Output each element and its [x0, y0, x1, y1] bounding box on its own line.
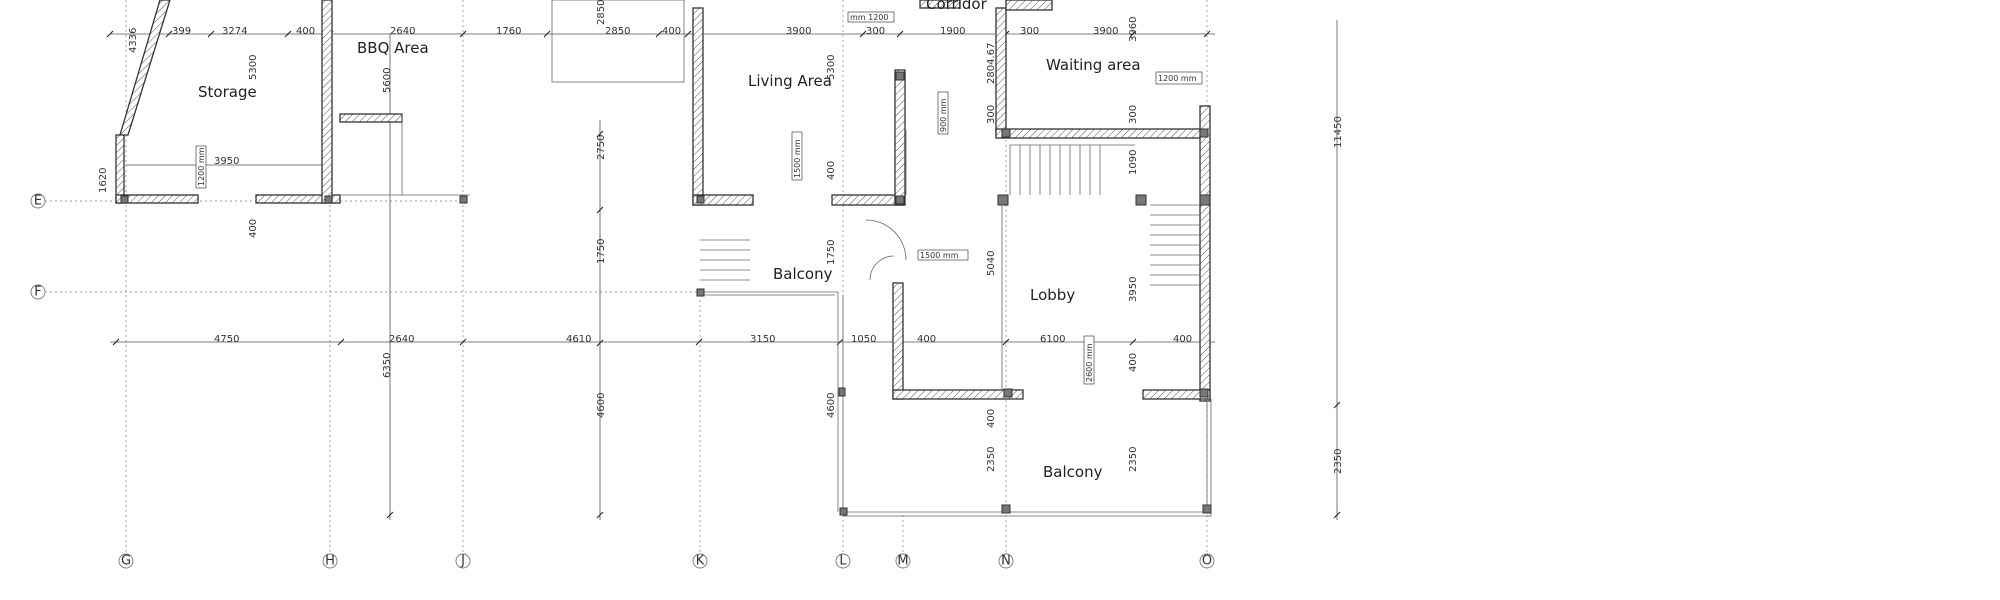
dim-v-living-5300: 5300 — [826, 55, 837, 80]
dimension-text: 399 3274 400 2640 1760 2850 400 3900 300… — [172, 26, 1192, 345]
dim-top-400b: 400 — [662, 26, 681, 37]
svg-text:J: J — [460, 554, 465, 569]
svg-text:E: E — [34, 194, 42, 209]
walls — [115, 0, 1212, 517]
dim-v-5300: 5300 — [248, 55, 259, 80]
dim-v-6350: 6350 — [382, 353, 393, 378]
dim-v-balcony-1750: 1750 — [826, 240, 837, 265]
room-labels: Storage BBQ Area Living Area Corridor Wa… — [198, 0, 1141, 481]
grid-bubble-l: L — [835, 554, 851, 569]
svg-text:2600 mm: 2600 mm — [1085, 343, 1094, 382]
dim-top-3900b: 3900 — [1093, 26, 1118, 37]
dim-v-1750: 1750 — [596, 239, 607, 264]
tag-lobby-window: 2600 mm — [1083, 335, 1095, 385]
dim-v-2850: 2850 — [596, 0, 607, 25]
grid-bubbles: E F G H J K L M N O — [30, 194, 1215, 569]
dim-v-corr-300: 300 — [986, 105, 997, 124]
dim-top-2850: 2850 — [605, 26, 630, 37]
dim-top-300b: 300 — [1020, 26, 1039, 37]
room-label-bbq-area: BBQ Area — [357, 39, 429, 57]
dim-v-5600: 5600 — [382, 68, 393, 93]
svg-text:1500 mm: 1500 mm — [793, 139, 802, 178]
dim-mid-4610: 4610 — [566, 334, 591, 345]
svg-text:G: G — [121, 554, 131, 569]
dim-top-3900: 3900 — [786, 26, 811, 37]
room-label-storage: Storage — [198, 83, 257, 101]
dim-top-400: 400 — [296, 26, 315, 37]
dim-v-4600: 4600 — [596, 393, 607, 418]
svg-text:1200 mm: 1200 mm — [1158, 74, 1197, 83]
room-label-balcony-lower: Balcony — [1043, 463, 1103, 481]
dim-top-3274: 3274 — [222, 26, 247, 37]
dim-v-stair-400: 400 — [1128, 353, 1139, 372]
grid-bubble-o: O — [1199, 554, 1215, 569]
dim-v-lobby-2350: 2350 — [986, 447, 997, 472]
dim-top-2640: 2640 — [390, 26, 415, 37]
dim-v-5040: 5040 — [986, 251, 997, 276]
svg-text:K: K — [696, 554, 705, 569]
grid-bubble-e: E — [30, 194, 46, 209]
dim-v-2750: 2750 — [596, 135, 607, 160]
vertical-dimension-text: 4336 5300 5600 1620 400 6350 2850 2750 1… — [98, 0, 1344, 474]
tag-corridor-door: 900 mm — [937, 91, 949, 135]
room-label-balcony-upper: Balcony — [773, 265, 833, 283]
room-label-living-area: Living Area — [748, 72, 832, 90]
grid-bubble-g: G — [118, 554, 134, 569]
svg-text:O: O — [1202, 554, 1212, 569]
dim-storage-3950: 3950 — [214, 156, 239, 167]
svg-text:H: H — [325, 554, 335, 569]
grid-bubble-j: J — [455, 554, 471, 569]
grid-bubble-n: N — [998, 554, 1014, 569]
dim-mid-4750: 4750 — [214, 334, 239, 345]
svg-text:M: M — [897, 554, 908, 569]
svg-text:900 mm: 900 mm — [939, 98, 948, 132]
dim-mid-1050: 1050 — [851, 334, 876, 345]
grid-bubble-k: K — [692, 554, 708, 569]
dim-v-400: 400 — [248, 219, 259, 238]
dim-v-1090: 1090 — [1128, 150, 1139, 175]
tag-living-window: 1500 mm — [791, 131, 803, 181]
svg-text:mm 1200: mm 1200 — [850, 13, 889, 22]
tag-balcony-door: 1500 mm — [917, 249, 969, 261]
dim-mid-2640: 2640 — [389, 334, 414, 345]
dim-v-2804: 2804.67 — [986, 43, 997, 84]
dim-v-3950: 3950 — [1128, 277, 1139, 302]
dim-mid-3150: 3150 — [750, 334, 775, 345]
dim-top-1760: 1760 — [496, 26, 521, 37]
svg-text:L: L — [839, 554, 847, 569]
dim-v-living-400: 400 — [826, 161, 837, 180]
dim-mid-6100: 6100 — [1040, 334, 1065, 345]
svg-text:1500 mm: 1500 mm — [920, 251, 959, 260]
svg-text:N: N — [1001, 554, 1011, 569]
dim-v-1620: 1620 — [98, 168, 109, 193]
dimension-lines — [106, 20, 1341, 520]
opening-tags: 1200 mm 1500 mm mm 1200 900 mm 1200 mm 1… — [195, 11, 1203, 385]
svg-text:F: F — [34, 285, 41, 300]
dim-v-right-2350: 2350 — [1333, 449, 1344, 474]
room-label-corridor: Corridor — [926, 0, 988, 13]
grid-bubble-m: M — [895, 554, 911, 569]
tag-corridor-top: mm 1200 — [847, 11, 895, 23]
dim-mid-400b: 400 — [1173, 334, 1192, 345]
room-label-lobby: Lobby — [1030, 286, 1075, 304]
grid-bubble-h: H — [322, 554, 338, 569]
dim-mid-400: 400 — [917, 334, 936, 345]
dim-v-11450: 11450 — [1333, 116, 1344, 148]
dim-v-l-4600: 4600 — [826, 393, 837, 418]
dim-v-lobby-400: 400 — [986, 409, 997, 428]
dim-v-wait-300: 300 — [1128, 105, 1139, 124]
dim-top-399: 399 — [172, 26, 191, 37]
grid-bubble-f: F — [30, 285, 46, 300]
tag-storage-window: 1200 mm — [195, 145, 207, 189]
dim-v-3960: 3960 — [1128, 17, 1139, 42]
tag-waiting-window: 1200 mm — [1155, 71, 1203, 85]
dim-v-stair-2350: 2350 — [1128, 447, 1139, 472]
dim-top-1900: 1900 — [940, 26, 965, 37]
svg-text:1200 mm: 1200 mm — [197, 147, 206, 186]
dim-top-300: 300 — [866, 26, 885, 37]
room-label-waiting-area: Waiting area — [1046, 56, 1141, 74]
dim-v-4336: 4336 — [128, 28, 139, 53]
